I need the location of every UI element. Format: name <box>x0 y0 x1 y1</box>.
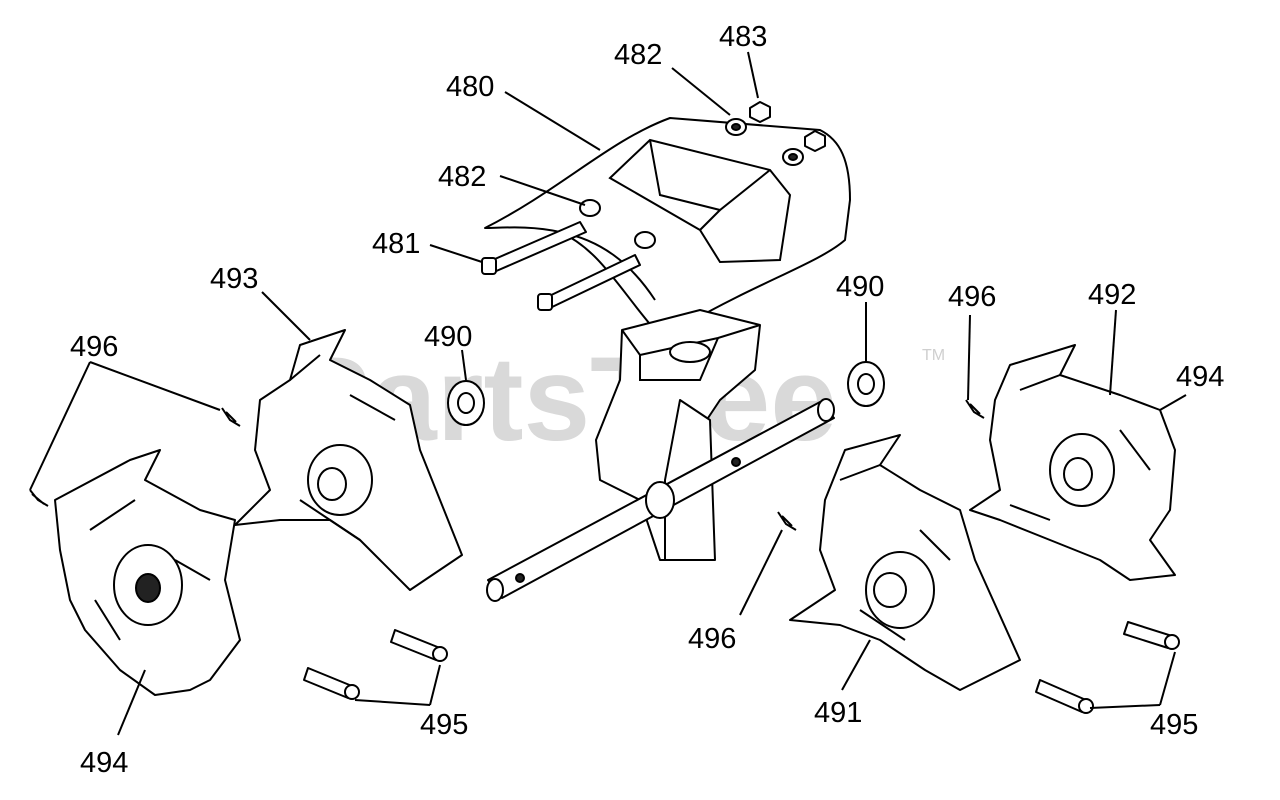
tine-493 <box>234 329 463 591</box>
tine-491 <box>789 434 1021 691</box>
callout-494-left: 494 <box>80 747 128 779</box>
callout-496-right: 496 <box>948 281 996 313</box>
callout-495-right: 495 <box>1150 709 1198 741</box>
tine-shield <box>484 117 851 331</box>
tine-shaft <box>486 398 835 602</box>
hairpin-clips <box>29 399 985 531</box>
tine-494-left <box>54 449 241 696</box>
trademark-mark: TM <box>922 347 945 364</box>
washers-and-nuts <box>579 101 826 249</box>
clevis-pins <box>303 621 1180 714</box>
gearbox-housing <box>595 309 761 561</box>
callout-496-center: 496 <box>688 623 736 655</box>
callout-496-left: 496 <box>70 331 118 363</box>
callout-481: 481 <box>372 228 420 260</box>
callout-493: 493 <box>210 263 258 295</box>
leader-lines <box>29 51 1187 736</box>
callout-490-right: 490 <box>836 271 884 303</box>
callout-482-top: 482 <box>614 39 662 71</box>
callout-482-mid: 482 <box>438 161 486 193</box>
callout-labels: 480 481 482 482 483 490 490 491 492 493 … <box>70 21 1224 779</box>
callout-490-left: 490 <box>424 321 472 353</box>
thrust-washer-left <box>447 380 485 426</box>
callout-492: 492 <box>1088 279 1136 311</box>
shield-bolts <box>481 221 641 311</box>
callout-494-right: 494 <box>1176 361 1224 393</box>
tine-492 <box>969 344 1176 581</box>
callout-495-left: 495 <box>420 709 468 741</box>
callout-483: 483 <box>719 21 767 53</box>
callout-491: 491 <box>814 697 862 729</box>
callout-480: 480 <box>446 71 494 103</box>
thrust-washer-right <box>847 361 885 407</box>
